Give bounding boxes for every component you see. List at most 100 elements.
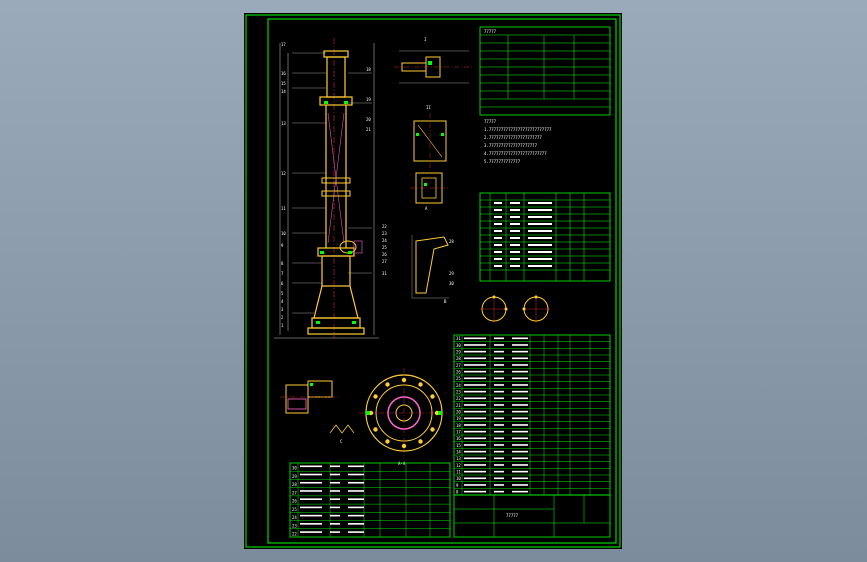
- cell-text: [512, 450, 528, 453]
- callout-9: 9: [281, 243, 284, 248]
- cell-text: [494, 350, 504, 353]
- callout-17: 17: [281, 42, 286, 47]
- cell-text: [512, 437, 528, 440]
- cell-text: [512, 390, 528, 393]
- cell-text: [348, 465, 364, 468]
- callout-20: 20: [366, 117, 371, 122]
- part-number: 13: [456, 456, 461, 461]
- cell-text: [348, 473, 364, 476]
- section-circle-1: [480, 295, 508, 323]
- callout-11: 11: [281, 206, 286, 211]
- cell-text: [348, 490, 364, 492]
- cell-text: [494, 364, 504, 366]
- part-number: 28: [292, 482, 297, 487]
- cell-text: [464, 464, 486, 466]
- cell-text: [300, 465, 322, 468]
- callout-14: 14: [281, 89, 286, 94]
- part-number: 27: [456, 363, 461, 368]
- callout-b-30: 30: [449, 281, 454, 286]
- cell-text: [300, 498, 322, 500]
- callout-25: 25: [382, 245, 387, 250]
- callout-10: 10: [281, 231, 286, 236]
- note-3: 3.77777777777777777777: [484, 143, 538, 148]
- part-number: 22: [456, 396, 461, 401]
- cell-text: [512, 364, 528, 366]
- callout-1: 1: [281, 323, 284, 328]
- cell-text: [348, 514, 364, 517]
- cell-text: [464, 404, 486, 406]
- cell-text: [512, 477, 528, 480]
- part-number: 25: [456, 376, 461, 381]
- cell-text: [330, 506, 340, 509]
- cell-text: [494, 404, 504, 406]
- detail-label-b: B: [444, 299, 447, 304]
- cell-text: [330, 490, 340, 492]
- part-number: 24: [292, 515, 297, 520]
- part-number: 28: [456, 356, 461, 361]
- cell-text: [494, 384, 504, 386]
- top-right-table: 77777: [479, 26, 611, 116]
- part-number: 9: [456, 483, 459, 488]
- cell-text: [494, 410, 504, 413]
- callout-12: 12: [281, 171, 286, 176]
- callout-26: 26: [382, 252, 387, 257]
- cell-text: [512, 377, 528, 380]
- main-assembly-view: 17 16 15 14 13 12 11 10 9 8 7 6 5 4 3 2 …: [274, 38, 387, 339]
- part-number: 23: [456, 390, 461, 395]
- cell-text: [464, 450, 486, 453]
- cell-text: [512, 397, 528, 400]
- cell-text: [300, 490, 322, 492]
- part-number: 14: [456, 450, 461, 455]
- cell-text: [330, 465, 340, 468]
- cell-text: [512, 410, 528, 413]
- cell-text: [512, 464, 528, 466]
- inner-frame: [267, 18, 617, 544]
- part-number: 25: [292, 507, 297, 512]
- cell-text: [494, 370, 504, 373]
- cell-text: [348, 523, 364, 525]
- part-number: 29: [292, 474, 297, 479]
- cell-text: [464, 430, 486, 433]
- cell-text: [464, 350, 486, 353]
- cell-text: [330, 481, 340, 484]
- part-number: 20: [456, 410, 461, 415]
- callout-7: 7: [281, 271, 284, 276]
- callout-18: 18: [366, 67, 371, 72]
- cell-text: [464, 470, 486, 473]
- cell-text: [464, 417, 486, 420]
- cell-text: [330, 514, 340, 517]
- cell-text: [494, 377, 504, 380]
- part-number: 30: [292, 466, 297, 471]
- cell-text: [330, 523, 340, 525]
- part-number: 29: [456, 350, 461, 355]
- cad-drawing: 17 16 15 14 13 12 11 10 9 8 7 6 5 4 3 2 …: [245, 14, 621, 548]
- cell-text: [464, 377, 486, 380]
- notes-title: 77777: [484, 119, 497, 124]
- cell-text: [512, 444, 528, 446]
- cell-text: [464, 357, 486, 360]
- cell-text: [330, 498, 340, 500]
- cell-text: [494, 457, 504, 460]
- cell-text: [494, 477, 504, 480]
- part-number: 27: [292, 490, 297, 495]
- cell-text: [494, 484, 504, 486]
- cell-text: [512, 490, 528, 493]
- cell-text: [512, 417, 528, 420]
- callout-b-28: 28: [449, 239, 454, 244]
- callout-23: 23: [382, 231, 387, 236]
- callout-13: 13: [281, 121, 286, 126]
- cell-text: [300, 523, 322, 525]
- callout-24: 24: [382, 238, 387, 243]
- cell-text: [330, 473, 340, 476]
- cell-text: [512, 404, 528, 406]
- cell-text: [512, 370, 528, 373]
- cell-text: [464, 390, 486, 393]
- cell-text: [494, 450, 504, 453]
- note-4: 4.777777777777777777777777: [484, 151, 547, 156]
- cell-text: [464, 410, 486, 413]
- cell-text: [494, 470, 504, 473]
- note-2: 2.7777777777777777777777: [484, 135, 542, 140]
- cell-text: [512, 424, 528, 426]
- cell-text: [300, 473, 322, 476]
